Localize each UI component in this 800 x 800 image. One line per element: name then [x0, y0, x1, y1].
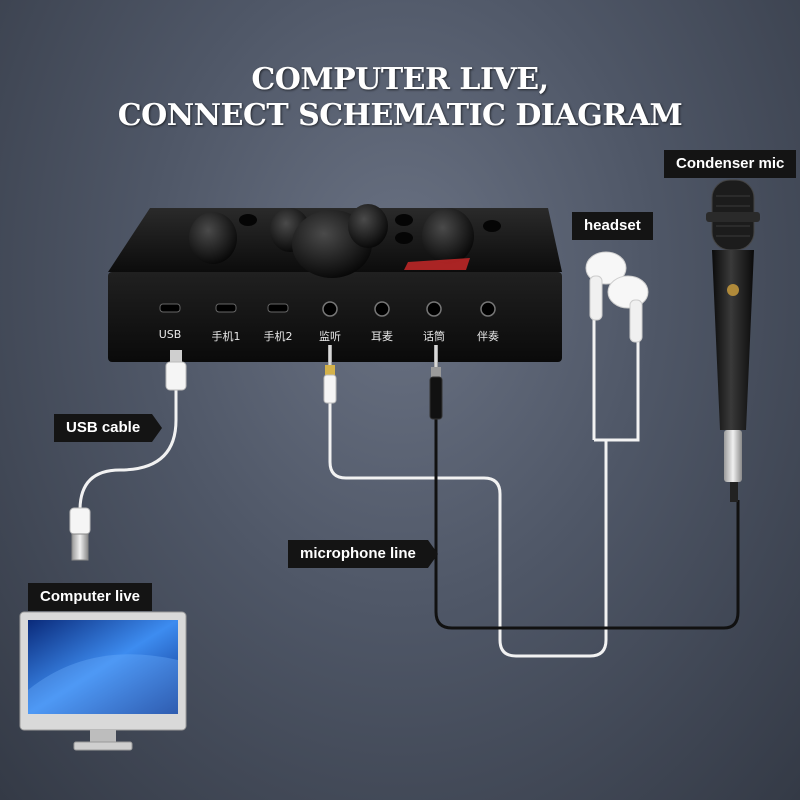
brand-logo-mark — [404, 258, 470, 270]
mic-audio-plug — [429, 345, 443, 420]
title-line-2: CONNECT SCHEMATIC DIAGRAM — [117, 98, 683, 133]
sound-card-front — [108, 272, 562, 362]
port-label-phone1: 手机1 — [211, 330, 241, 343]
sound-card — [108, 204, 562, 362]
port-earphone — [374, 301, 390, 317]
port-phone1 — [215, 303, 237, 313]
usb-cable-line — [78, 388, 178, 511]
knob-1 — [189, 212, 237, 264]
port-label-monitor: 监听 — [319, 330, 341, 343]
computer-monitor — [19, 611, 187, 751]
monitor-audio-plug — [323, 345, 337, 404]
knob-3 — [348, 204, 388, 248]
port-label-usb: USB — [158, 328, 182, 341]
port-accompany — [480, 301, 496, 317]
headset-earbuds — [585, 251, 649, 442]
button-3 — [395, 232, 413, 244]
port-monitor — [322, 301, 338, 317]
condenser-mic-label: Condenser mic — [664, 150, 797, 178]
port-label-accompany: 伴奏 — [477, 330, 499, 343]
usb-a-plug — [69, 507, 91, 561]
mic-cable — [434, 418, 740, 630]
button-4 — [483, 220, 501, 232]
condenser-mic — [706, 179, 760, 502]
headset-cable — [328, 400, 610, 658]
port-mic — [426, 301, 442, 317]
button-1 — [239, 214, 257, 226]
microphone-line-label: microphone line — [288, 540, 438, 568]
title-line-1: COMPUTER LIVE, — [251, 62, 549, 97]
port-label-earphone: 耳麦 — [371, 330, 393, 343]
port-phone2 — [267, 303, 289, 313]
button-2 — [395, 214, 413, 226]
micro-usb-plug — [165, 350, 187, 391]
port-label-mic: 话筒 — [423, 330, 445, 343]
computer-live-label: Computer live — [28, 583, 153, 611]
port-usb — [159, 303, 181, 313]
usb-cable-label: USB cable — [54, 414, 163, 442]
monitor-screen — [28, 620, 178, 714]
headset-label: headset — [572, 212, 653, 240]
port-label-phone2: 手机2 — [263, 330, 293, 343]
knob-4 — [422, 208, 474, 264]
